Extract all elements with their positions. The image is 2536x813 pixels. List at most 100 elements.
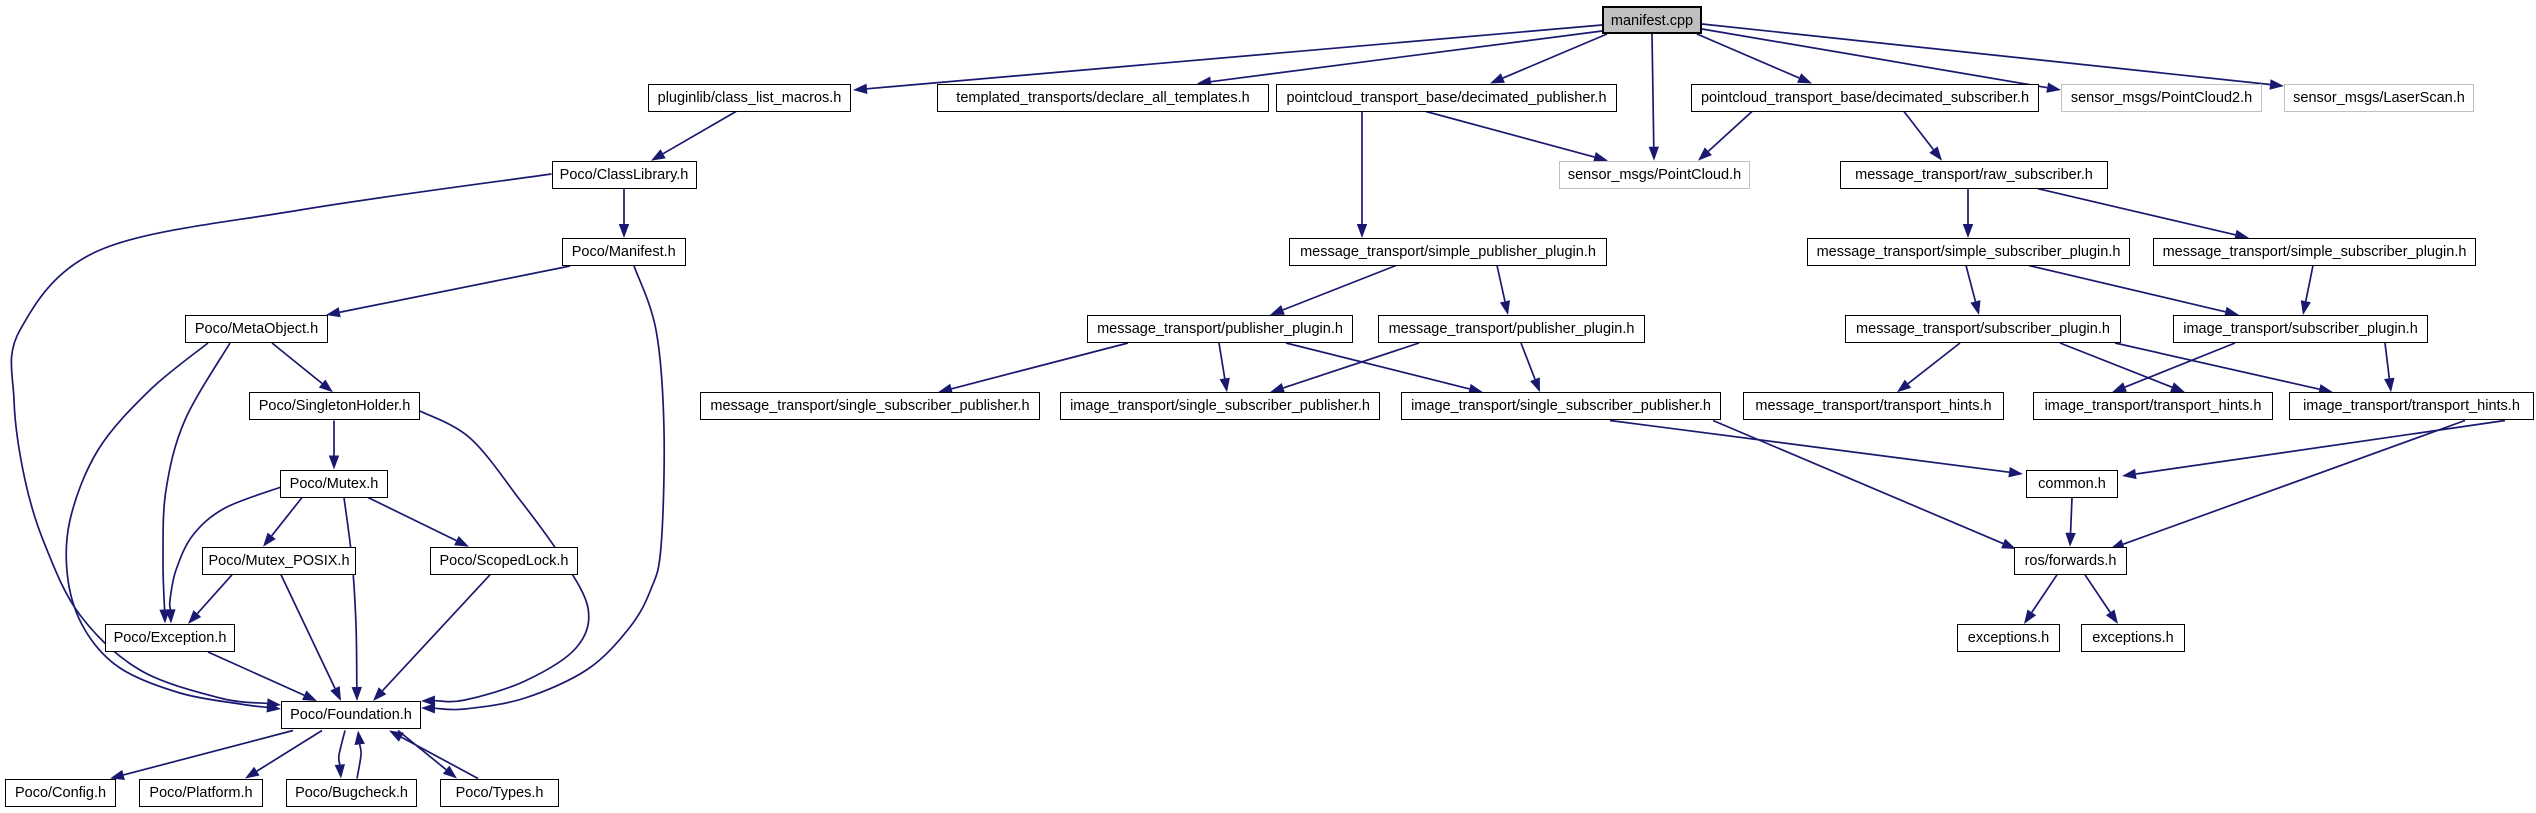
edge-publisher-plugin-1--mt-single-subscriber-publisher <box>951 342 1129 390</box>
arrowhead-poco-mutex-posix--poco-foundation <box>330 686 341 701</box>
arrowhead-it-single-subscriber-publisher-2--ros-forwards <box>2001 538 2016 549</box>
node-publisher-plugin-2[interactable]: message_transport/publisher_plugin.h <box>1378 315 1645 343</box>
node-poco-singletonholder[interactable]: Poco/SingletonHolder.h <box>249 392 420 421</box>
arrowhead-manifest-cpp--sensor-msgs-laserscan <box>2269 79 2284 90</box>
arrowhead-it-subscriber-plugin--it-transport-hints-1 <box>2112 382 2127 393</box>
edge-manifest-cpp--decimated-publisher <box>1502 33 1608 79</box>
node-mt-single-subscriber-publisher[interactable]: message_transport/single_subscriber_publ… <box>700 392 1040 421</box>
node-poco-platform[interactable]: Poco/Platform.h <box>139 778 263 807</box>
node-mt-transport-hints[interactable]: message_transport/transport_hints.h <box>1743 392 2004 421</box>
edge-manifest-cpp--sensor-msgs-pointcloud <box>1651 33 1655 147</box>
edge-poco-classlibrary--poco-foundation <box>10 173 552 705</box>
node-simple-publisher-plugin[interactable]: message_transport/simple_publisher_plugi… <box>1289 238 1607 266</box>
arrowhead-poco-mutex--poco-mutex-posix <box>263 532 276 547</box>
edge-poco-singletonholder--poco-foundation <box>419 410 590 703</box>
node-it-single-subscriber-publisher-1[interactable]: image_transport/single_subscriber_publis… <box>1060 392 1380 421</box>
node-poco-classlibrary[interactable]: Poco/ClassLibrary.h <box>551 160 697 189</box>
node-publisher-plugin-1[interactable]: message_transport/publisher_plugin.h <box>1087 315 1353 343</box>
node-poco-metaobject[interactable]: Poco/MetaObject.h <box>185 315 328 343</box>
arrowhead-poco-mutex--poco-foundation <box>351 686 362 701</box>
arrowhead-poco-mutex--poco-scopedlock <box>454 536 469 547</box>
node-poco-manifest[interactable]: Poco/Manifest.h <box>562 238 686 266</box>
node-poco-config[interactable]: Poco/Config.h <box>5 778 116 807</box>
arrowhead-it-subscriber-plugin--it-transport-hints-2 <box>2384 377 2395 393</box>
node-decimated-publisher[interactable]: pointcloud_transport_base/decimated_publ… <box>1276 83 1617 112</box>
arrowhead-decimated-publisher--sensor-msgs-pointcloud <box>1593 152 1608 163</box>
edge-decimated-publisher--sensor-msgs-pointcloud <box>1425 110 1595 158</box>
edge-poco-foundation--poco-platform <box>256 729 323 772</box>
arrowhead-poco-exception--poco-foundation <box>302 690 317 701</box>
arrowhead-decimated-subscriber--sensor-msgs-pointcloud <box>1698 147 1712 161</box>
edge-publisher-plugin-1--it-single-subscriber-publisher-2 <box>1285 342 1470 390</box>
node-it-transport-hints-2[interactable]: image_transport/transport_hints.h <box>2289 392 2534 421</box>
edge-poco-foundation--poco-bugcheck <box>337 730 346 765</box>
node-decimated-subscriber[interactable]: pointcloud_transport_base/decimated_subs… <box>1691 83 2039 112</box>
node-raw-subscriber[interactable]: message_transport/raw_subscriber.h <box>1840 160 2108 189</box>
arrowhead-common-h--ros-forwards <box>2065 532 2076 547</box>
edge-simple-subscriber-plugin-2--it-subscriber-plugin <box>2304 265 2314 302</box>
edge-mt-subscriber-plugin--mt-transport-hints <box>1907 342 1961 385</box>
arrowhead-poco-types--poco-foundation <box>389 730 404 742</box>
arrowhead-poco-foundation--poco-platform <box>245 766 260 779</box>
node-poco-mutex[interactable]: Poco/Mutex.h <box>280 469 388 498</box>
edge-poco-foundation--poco-types <box>397 729 447 771</box>
node-poco-bugcheck[interactable]: Poco/Bugcheck.h <box>286 778 417 807</box>
node-simple-subscriber-plugin-1[interactable]: message_transport/simple_subscriber_plug… <box>1807 238 2130 266</box>
arrowhead-poco-foundation--poco-types <box>442 765 457 779</box>
edge-mt-subscriber-plugin--it-transport-hints-2 <box>2114 342 2320 391</box>
node-templated-declare-all-templates[interactable]: templated_transports/declare_all_templat… <box>937 83 1269 112</box>
edge-it-transport-hints-2--ros-forwards <box>2122 419 2466 546</box>
node-it-subscriber-plugin[interactable]: image_transport/subscriber_plugin.h <box>2173 315 2428 343</box>
node-manifest-cpp[interactable]: manifest.cpp <box>1602 6 1702 34</box>
edge-ros-forwards--exceptions-1 <box>2031 574 2058 613</box>
edge-poco-metaobject--poco-exception <box>162 342 231 610</box>
edge-poco-mutex--poco-foundation <box>343 497 358 688</box>
node-exceptions-1[interactable]: exceptions.h <box>1957 624 2060 652</box>
arrowhead-poco-mutex--poco-exception <box>165 609 176 624</box>
edge-poco-metaobject--poco-foundation <box>65 342 268 709</box>
arrowhead-poco-bugcheck--poco-foundation <box>354 730 365 745</box>
node-poco-mutex-posix[interactable]: Poco/Mutex_POSIX.h <box>202 546 356 575</box>
node-exceptions-2[interactable]: exceptions.h <box>2081 624 2185 652</box>
edge-simple-subscriber-plugin-1--it-subscriber-plugin <box>2028 264 2226 313</box>
edge-publisher-plugin-2--it-single-subscriber-publisher-2 <box>1520 342 1536 380</box>
arrowhead-manifest-cpp--sensor-msgs-pointcloud <box>1648 146 1659 161</box>
arrowhead-poco-foundation--poco-bugcheck <box>334 764 345 779</box>
arrowhead-poco-singletonholder--poco-mutex <box>328 455 340 470</box>
edge-decimated-subscriber--sensor-msgs-pointcloud <box>1707 110 1753 152</box>
node-it-single-subscriber-publisher-2[interactable]: image_transport/single_subscriber_publis… <box>1401 392 1721 421</box>
node-simple-subscriber-plugin-2[interactable]: message_transport/simple_subscriber_plug… <box>2153 238 2476 266</box>
arrowhead-simple-subscriber-plugin-1--mt-subscriber-plugin <box>1970 300 1981 315</box>
edge-manifest-cpp--pluginlib-class-list-macros <box>866 24 1603 90</box>
edge-decimated-subscriber--raw-subscriber <box>1903 110 1935 151</box>
node-poco-types[interactable]: Poco/Types.h <box>440 778 559 807</box>
edge-simple-publisher-plugin--publisher-plugin-1 <box>1282 264 1397 311</box>
arrowhead-poco-metaobject--poco-singletonholder <box>318 379 333 393</box>
node-mt-subscriber-plugin[interactable]: message_transport/subscriber_plugin.h <box>1845 315 2121 343</box>
edge-poco-mutex--poco-exception <box>168 486 282 610</box>
node-poco-exception[interactable]: Poco/Exception.h <box>105 624 235 652</box>
arrowhead-simple-subscriber-plugin-1--it-subscriber-plugin <box>2224 306 2239 317</box>
edge-mt-subscriber-plugin--it-transport-hints-1 <box>2059 342 2173 388</box>
node-pluginlib-class-list-macros[interactable]: pluginlib/class_list_macros.h <box>648 83 851 112</box>
arrowhead-it-transport-hints-2--ros-forwards <box>2110 539 2125 550</box>
arrowhead-pluginlib-class-list-macros--poco-classlibrary <box>651 149 666 161</box>
edge-manifest-cpp--templated-declare-all-templates <box>1210 30 1603 83</box>
edge-manifest-cpp--decimated-subscriber <box>1696 33 1800 79</box>
edge-poco-bugcheck--poco-foundation <box>356 744 362 779</box>
edge-common-h--ros-forwards <box>2069 497 2073 533</box>
arrowhead-poco-singletonholder--poco-foundation <box>421 695 436 706</box>
arrowhead-publisher-plugin-1--it-single-subscriber-publisher-1 <box>1219 377 1230 393</box>
arrowhead-poco-manifest--poco-metaobject <box>326 307 341 318</box>
node-it-transport-hints-1[interactable]: image_transport/transport_hints.h <box>2033 392 2273 421</box>
node-common-h[interactable]: common.h <box>2026 469 2118 498</box>
node-poco-scopedlock[interactable]: Poco/ScopedLock.h <box>430 546 578 575</box>
edge-pluginlib-class-list-macros--poco-classlibrary <box>662 110 737 155</box>
edge-publisher-plugin-2--it-single-subscriber-publisher-1 <box>1283 342 1420 389</box>
arrowhead-manifest-cpp--decimated-publisher <box>1490 73 1505 84</box>
edge-poco-metaobject--poco-singletonholder <box>271 342 323 385</box>
node-ros-forwards[interactable]: ros/forwards.h <box>2014 546 2127 575</box>
edge-poco-types--poco-foundation <box>400 736 479 780</box>
node-poco-foundation[interactable]: Poco/Foundation.h <box>281 701 421 730</box>
edge-ros-forwards--exceptions-2 <box>2084 574 2111 613</box>
